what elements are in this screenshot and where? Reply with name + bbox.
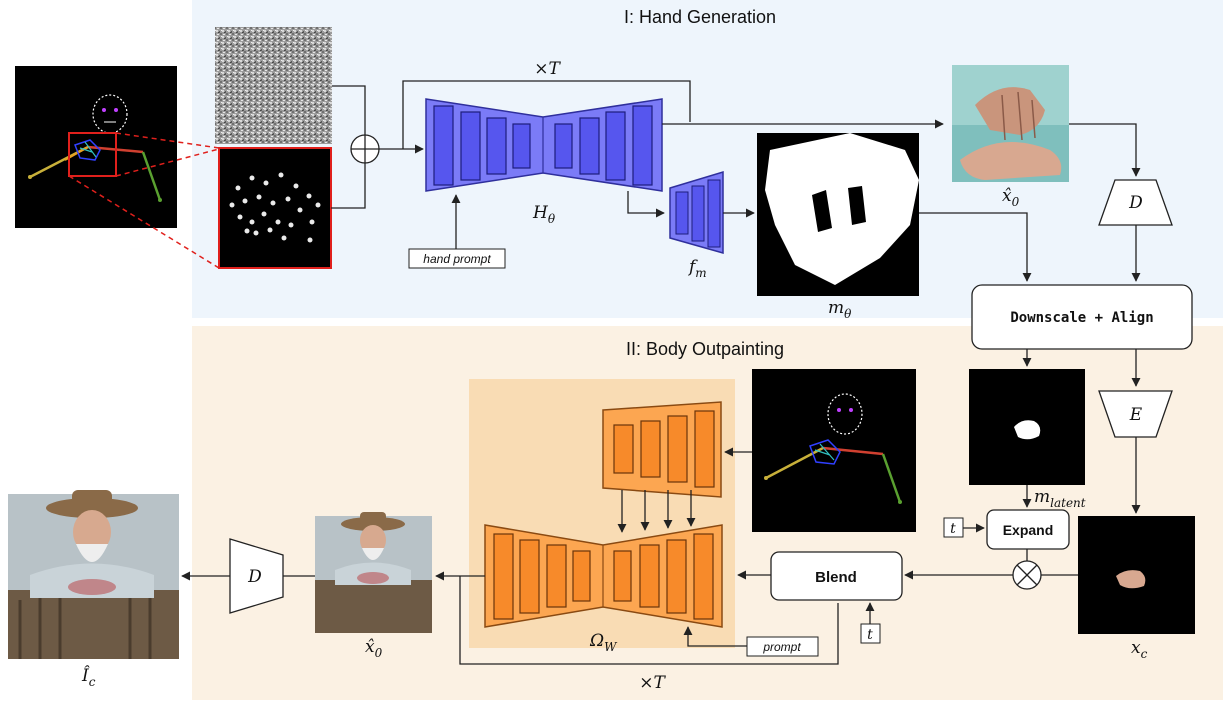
stage1-title: I: Hand Generation [624,7,776,27]
pose-skeleton-image [15,66,177,228]
fm-label: fm [687,257,707,280]
times-t-top-label: ×T [534,59,561,79]
h-theta-network [425,98,663,192]
expand-box [986,509,1070,550]
blend-box [770,551,903,601]
m-theta-label: mθ [828,298,852,321]
generated-hand-image [952,65,1069,182]
decoder-bottom-label: D [247,567,262,587]
body-prompt-box [746,636,819,657]
noise-image [215,27,332,144]
zoom-lines [68,132,220,269]
decoder-top-label: D [1128,193,1143,213]
m-latent-image [969,369,1085,485]
encoder-label: E [1129,405,1143,425]
m-latent-label: mlatent [1034,487,1086,510]
hand-prompt-text: hand prompt [423,252,491,266]
encoder [1098,390,1173,438]
omega-unet [484,524,723,628]
stage2-title: II: Body Outpainting [626,339,784,359]
downscale-align-label: Downscale + Align [1010,310,1153,326]
m-theta-mask-image [757,133,919,296]
i-c-label: Îc [81,665,96,689]
decoder-bottom [229,538,284,614]
plus-circle-icon [350,134,380,164]
decoder-top [1098,179,1173,226]
downscale-align-box [971,284,1193,350]
times-t-bottom-label: ×T [639,673,666,693]
h-theta-label: Hθ [532,203,556,226]
expand-label: Expand [1003,522,1054,538]
keypoint-heatmap-image [218,147,332,269]
t-expand-label: t [950,521,956,537]
fm-network [669,170,724,254]
pose-skeleton-image-2 [752,369,916,532]
x-c-label: xc [1131,638,1148,661]
x0-hat-bottom-label: x̂0 [365,637,383,660]
control-network [602,401,722,498]
t-blend-label: t [867,627,873,643]
times-circle-icon [1012,560,1042,590]
hand-prompt-box [408,248,506,269]
final-output-image [8,490,179,659]
x0-hat-top-label: x̂0 [1002,186,1020,209]
generated-body-image-small [315,512,432,633]
blend-label: Blend [815,569,857,586]
x-c-image [1078,516,1195,634]
body-prompt-text: prompt [762,640,801,654]
omega-label: ΩW [589,631,618,654]
